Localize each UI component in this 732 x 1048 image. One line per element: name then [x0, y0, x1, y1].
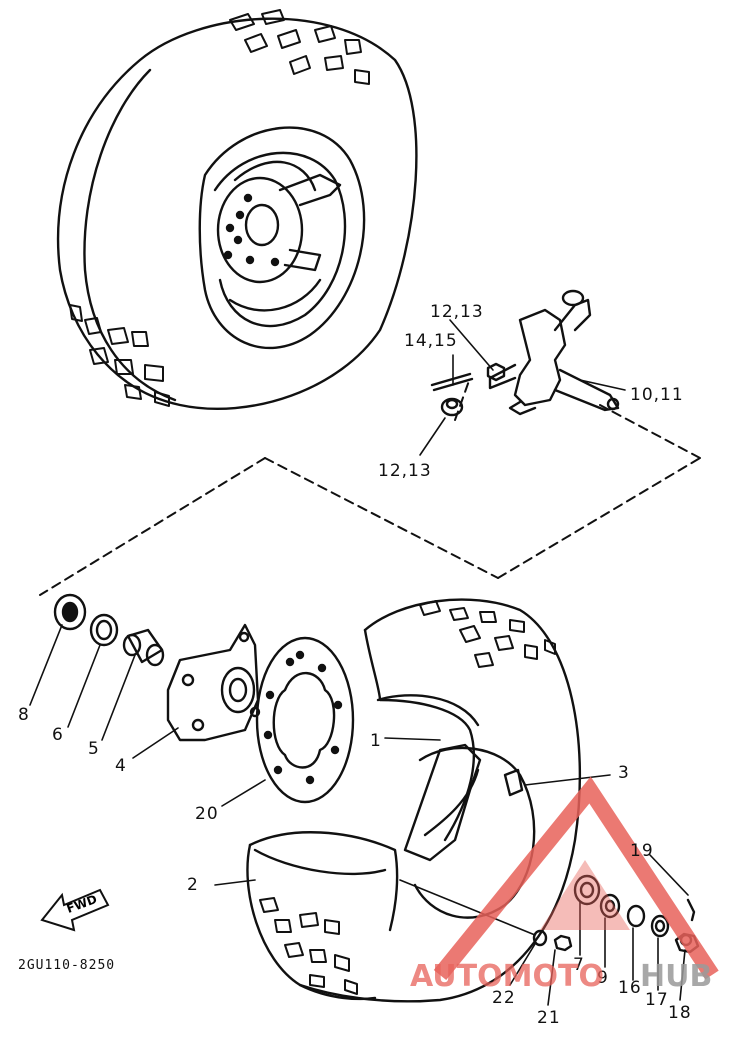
fwd-arrow-icon — [40, 888, 110, 932]
callout-4: 4 — [115, 756, 127, 776]
callout-1: 1 — [370, 731, 382, 751]
hub — [166, 623, 261, 742]
knuckle-assembly — [430, 289, 620, 417]
valve — [503, 768, 524, 797]
callout-8: 8 — [18, 705, 30, 725]
callout-22: 22 — [492, 988, 516, 1008]
callout-14-15: 14,15 — [404, 331, 458, 351]
callout-18: 18 — [668, 1003, 692, 1023]
watermark-triangle — [433, 776, 719, 981]
brake-disc — [255, 636, 355, 804]
callout-16: 16 — [618, 978, 642, 998]
watermark-text-hub: HUB — [640, 959, 713, 994]
callout-19: 19 — [630, 841, 654, 861]
diagram-code: 2GU110-8250 — [18, 958, 116, 973]
callout-9: 9 — [597, 968, 609, 988]
callout-17: 17 — [645, 990, 669, 1010]
callout-7: 7 — [573, 955, 585, 975]
callout-2: 2 — [187, 875, 199, 895]
assembled-wheel — [56, 9, 418, 410]
callout-5: 5 — [88, 739, 100, 759]
callout-3: 3 — [618, 763, 630, 783]
callout-12-13-bottom: 12,13 — [378, 461, 432, 481]
callout-6: 6 — [52, 725, 64, 745]
watermark-text-automoto: AUTOMOTO — [410, 959, 604, 994]
callout-10-11: 10,11 — [630, 385, 684, 405]
seal-bearing-collar — [53, 593, 165, 667]
leader-lines — [29, 319, 689, 1006]
exploded-tire — [246, 598, 582, 1003]
callout-20: 20 — [195, 804, 219, 824]
callout-21: 21 — [537, 1008, 561, 1028]
dashed-assembly-outline — [39, 377, 701, 596]
callout-12-13-top: 12,13 — [430, 302, 484, 322]
